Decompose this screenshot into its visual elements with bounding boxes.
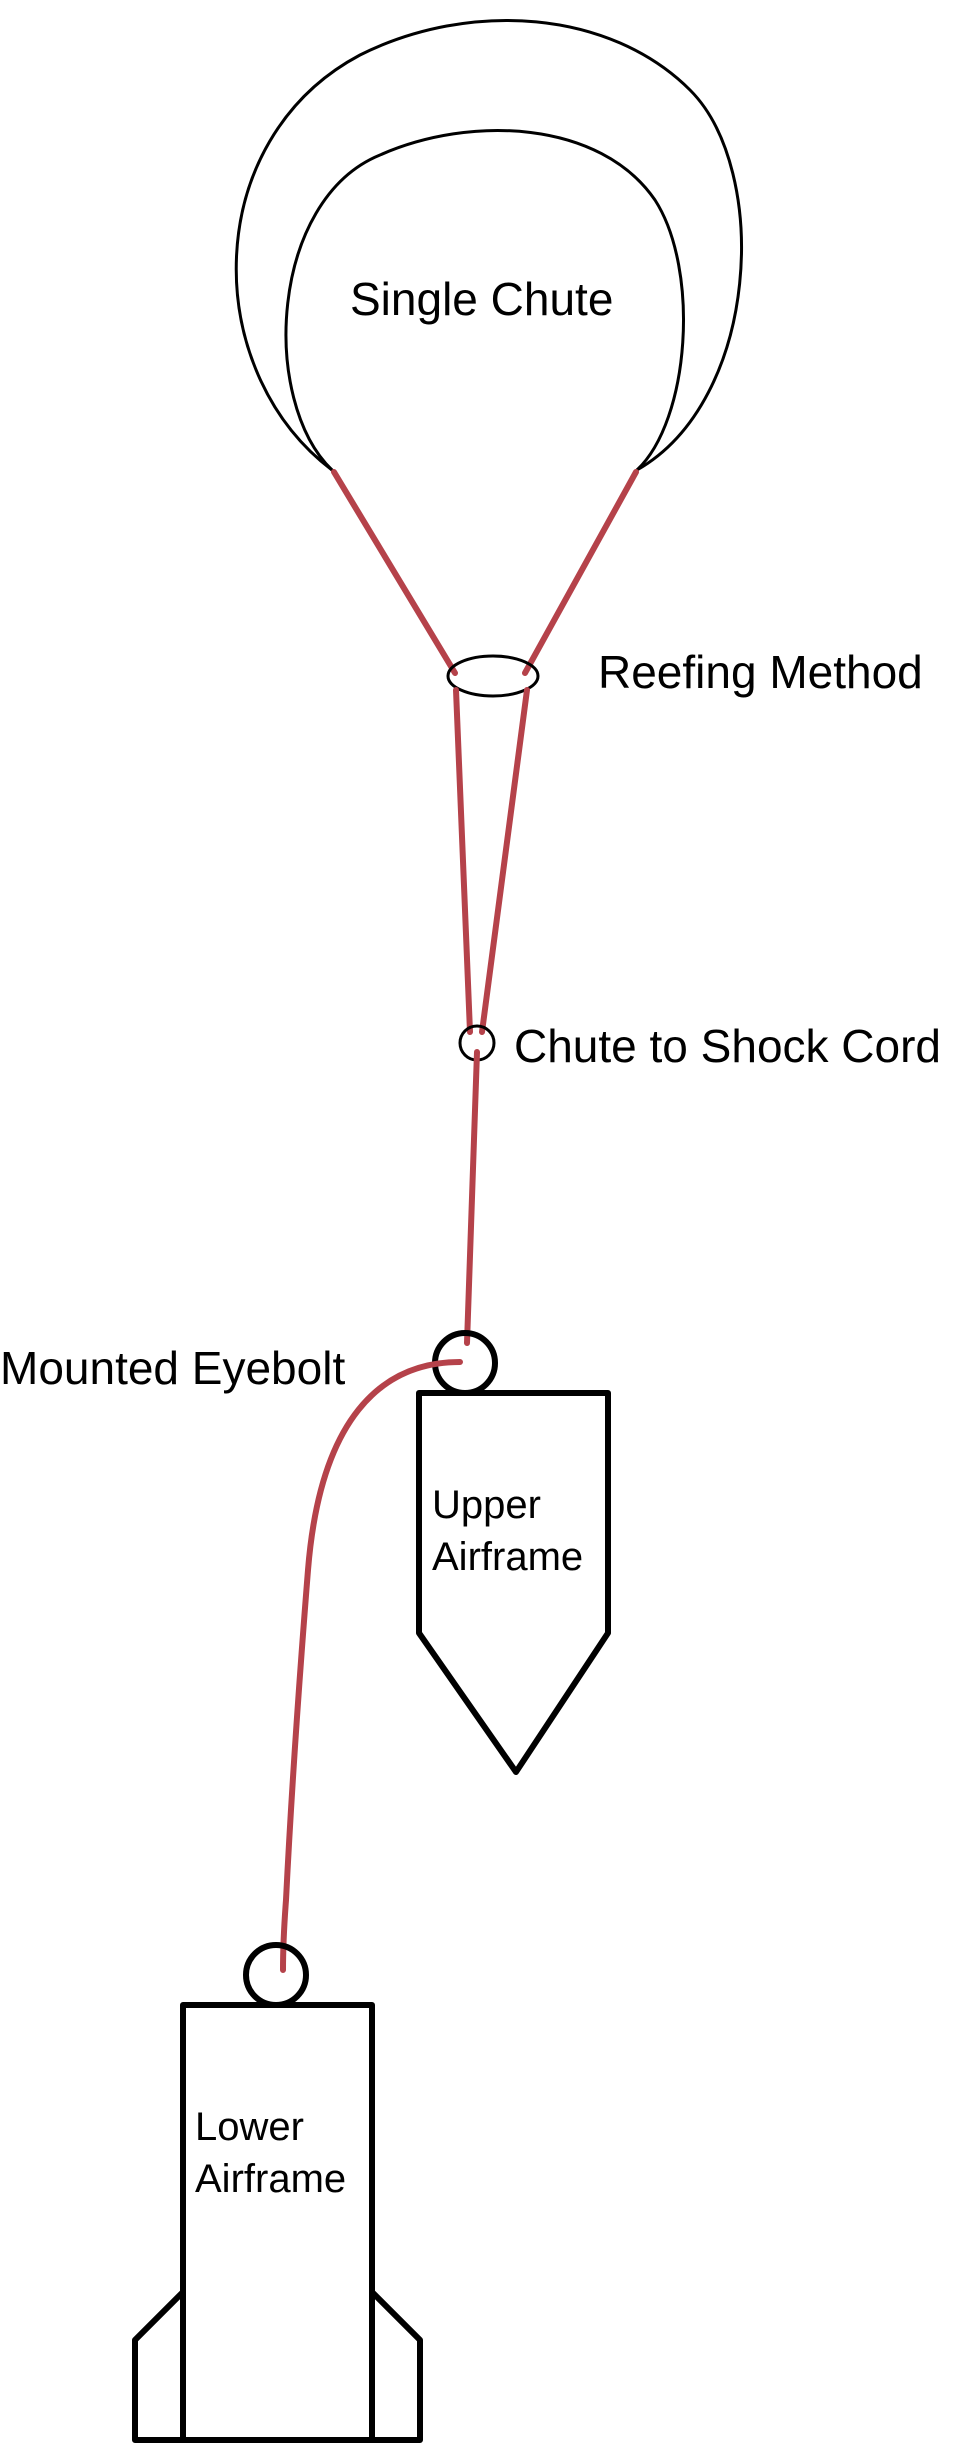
- reefed-line-right: [479, 687, 530, 1035]
- lower-airframe-body: [180, 2002, 375, 2443]
- shock-cord-lower: [280, 1359, 463, 1973]
- upper-airframe-label-line1: Upper: [432, 1483, 541, 1527]
- lower-airframe: Lower Airframe: [132, 1942, 423, 2443]
- upper-airframe-label-line2: Airframe: [432, 1535, 583, 1579]
- shroud-line-left: [331, 469, 458, 676]
- upper-airframe: Upper Airframe: [416, 1330, 611, 1775]
- single-chute: Single Chute: [234, 19, 743, 472]
- chute-to-shock-cord: Chute to Shock Cord: [458, 1020, 941, 1072]
- upper-airframe-body: [416, 1390, 611, 1775]
- shroud-lines: [331, 469, 639, 676]
- lower-airframe-label-line2: Airframe: [195, 2157, 346, 2201]
- reefing-method: Reefing Method: [446, 646, 923, 698]
- single-chute-label: Single Chute: [350, 273, 613, 325]
- reefed-line-left: [453, 687, 473, 1035]
- chute-outer-canopy: [234, 19, 743, 472]
- shroud-line-right: [522, 469, 639, 676]
- mounted-eyebolt-label: Mounted Eyebolt: [0, 1342, 345, 1394]
- lower-eyebolt: [243, 1942, 309, 2008]
- reefed-lines: [453, 687, 530, 1035]
- chute-to-shock-cord-label: Chute to Shock Cord: [514, 1020, 941, 1072]
- chute-inner-canopy: [284, 129, 685, 472]
- lower-airframe-label-line1: Lower: [195, 2105, 304, 2149]
- lower-airframe-fin-left: [132, 2289, 186, 2443]
- reefing-ring: [446, 654, 540, 698]
- lower-airframe-fin-right: [369, 2289, 423, 2443]
- reefing-method-label: Reefing Method: [598, 646, 923, 698]
- shock-cord-upper: [464, 1049, 480, 1346]
